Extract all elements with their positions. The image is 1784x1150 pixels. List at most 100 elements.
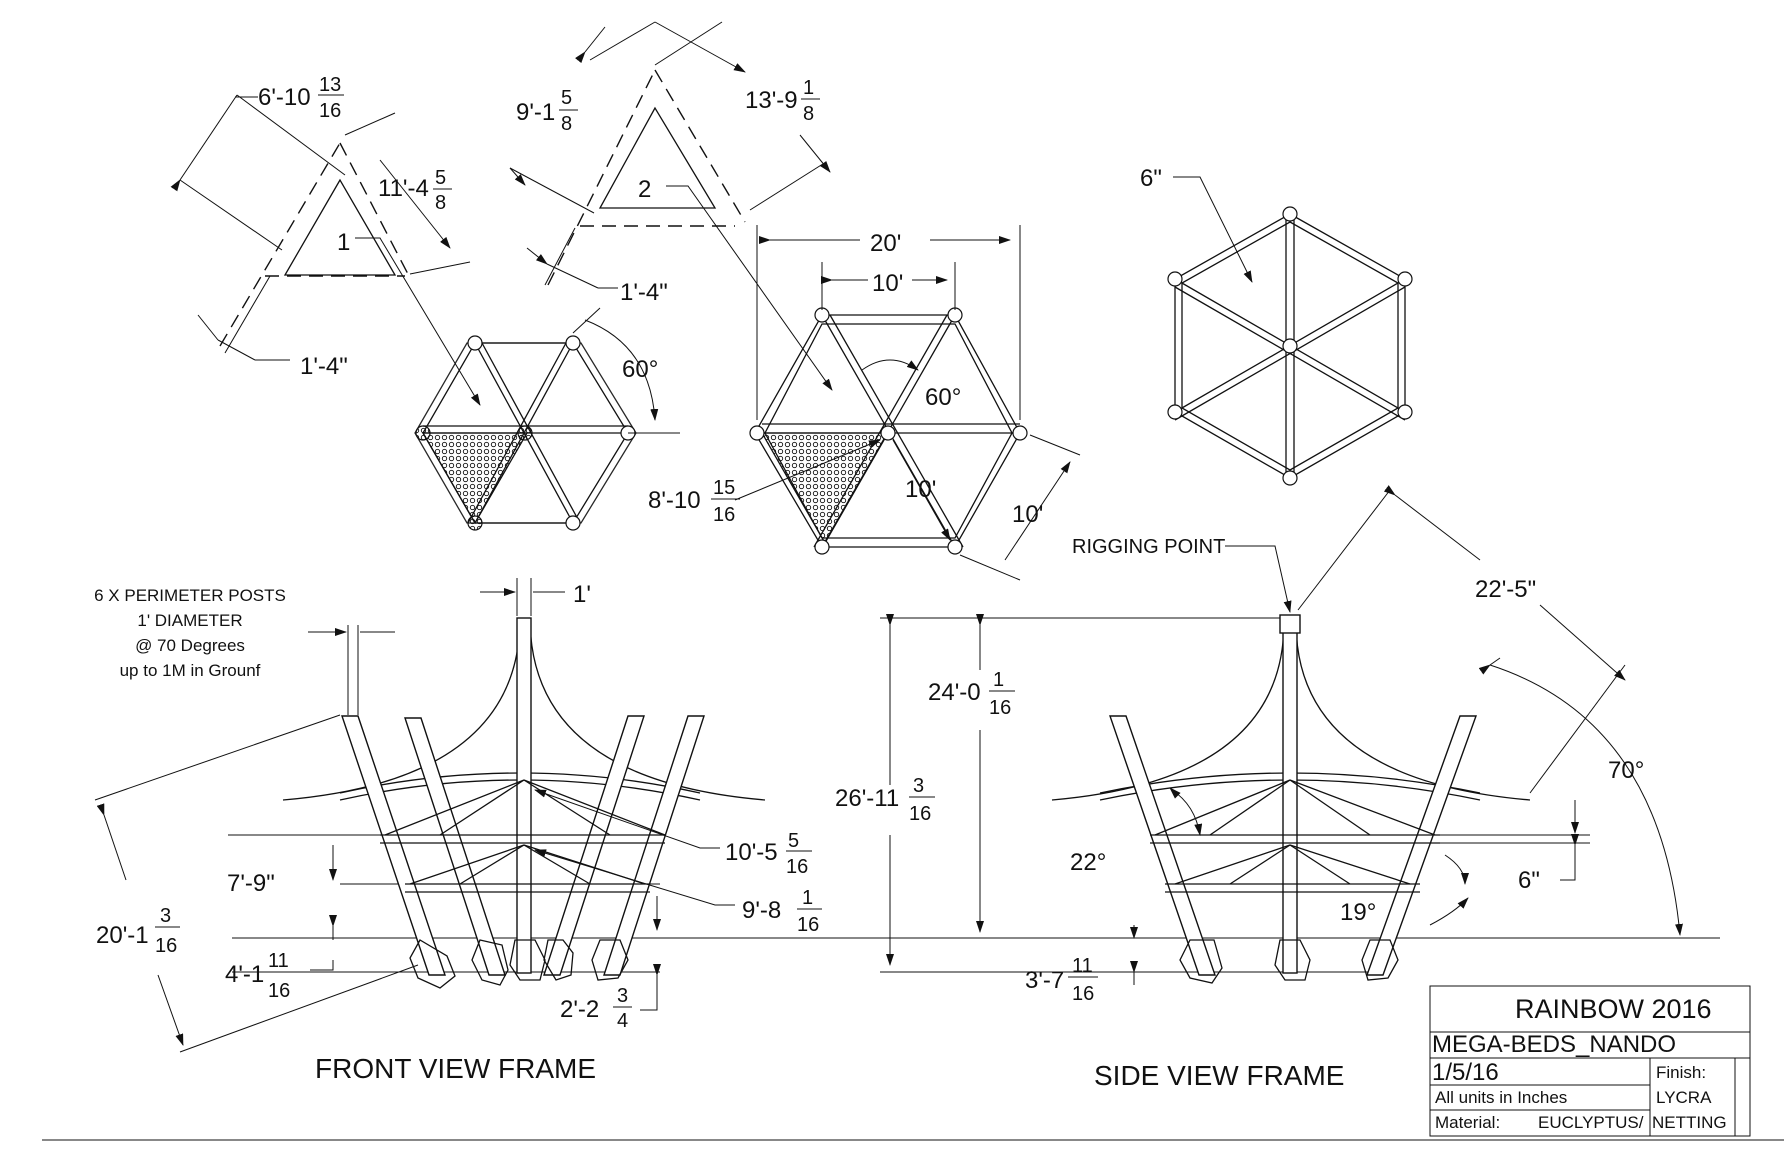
triangle-1-dim-side-num: 13 xyxy=(319,74,341,96)
side-canopy-right xyxy=(1295,621,1531,801)
front-dim-embed: 2'-2 xyxy=(560,996,599,1023)
side-footing xyxy=(1274,939,1311,981)
title-block-finish-value-2: NETTING xyxy=(1652,1113,1727,1132)
front-view-frame: 1' 20'-1 3 16 7'-9" 10'-5 5 16 9'-8 1 16… xyxy=(94,578,1720,1084)
front-dim-ground: 4'-1 xyxy=(225,961,264,988)
triangle-2-dim-side-num: 5 xyxy=(561,87,572,109)
side-angle-lower: 19° xyxy=(1340,899,1376,926)
triangle-2-detail: 9'-1 5 8 13'-9 1 8 1'-4" 2 xyxy=(509,21,833,391)
triangle-2-offset-left xyxy=(547,69,656,286)
hex-large-dim-diag-num: 15 xyxy=(713,477,735,499)
hex-large-node xyxy=(947,539,963,555)
front-footing xyxy=(409,939,456,989)
side-dim-mast-height: 24'-0 xyxy=(928,679,981,706)
side-perimeter-post xyxy=(1366,715,1477,976)
front-dim-upper-ring: 10'-5 xyxy=(725,839,778,866)
hex-small-node xyxy=(467,335,483,351)
front-dim-embed-den: 4 xyxy=(617,1010,628,1032)
front-dim-lower-ring-num: 1 xyxy=(802,887,813,909)
triangle-1-dim-side-den: 16 xyxy=(319,100,341,122)
hex-large-node xyxy=(749,425,765,441)
hex-large-angle: 60° xyxy=(925,384,961,411)
hex-small-node xyxy=(467,515,483,531)
front-dim-embed-num: 3 xyxy=(617,985,628,1007)
side-canopy-left xyxy=(1051,621,1285,801)
triangle-2-dim-side2: 13'-9 xyxy=(745,87,798,114)
hex-frame-node xyxy=(1282,470,1298,486)
title-block-material-value: EUCLYPTUS/ xyxy=(1538,1113,1644,1132)
triangle-1-shape xyxy=(283,178,397,276)
hex-large-dim-diag-den: 16 xyxy=(713,504,735,526)
hex-small-plan: 60° xyxy=(414,307,680,531)
side-dim-ring-gap: 6" xyxy=(1518,867,1540,894)
front-canopy-left xyxy=(282,617,521,801)
hex-frame-node xyxy=(1282,338,1298,354)
note-line-2: 1' DIAMETER xyxy=(137,611,242,630)
side-angle-post: 70° xyxy=(1608,757,1644,784)
note-line-1: 6 X PERIMETER POSTS xyxy=(94,586,286,605)
hex-frame-plan: 6" xyxy=(1140,165,1413,486)
triangle-2-label: 2 xyxy=(638,176,651,203)
hex-large-node xyxy=(1012,425,1028,441)
triangle-1-dim-side2: 11'-4 xyxy=(378,175,429,202)
rigging-point-label: RIGGING POINT xyxy=(1072,536,1225,558)
triangle-2-offset-right xyxy=(654,69,746,223)
hex-large-node xyxy=(814,539,830,555)
side-footing xyxy=(1361,939,1399,981)
triangle-1-detail: 6'-10 13 16 11'-4 5 8 1'-4" 1 xyxy=(170,74,481,406)
title-block-drawing-name: MEGA-BEDS_NANDO xyxy=(1432,1031,1676,1058)
side-center-mast xyxy=(1282,617,1298,974)
front-perimeter-post xyxy=(543,715,645,976)
triangle-1-dim-side: 6'-10 xyxy=(258,84,311,111)
triangle-2-shape xyxy=(598,106,717,209)
triangle-1-offset-left xyxy=(219,142,341,347)
triangle-2-dim-side2-den: 8 xyxy=(803,103,814,125)
front-footing xyxy=(543,939,574,981)
front-view-title: FRONT VIEW FRAME xyxy=(315,1053,596,1084)
title-block-finish-value-1: LYCRA xyxy=(1656,1088,1712,1107)
note-line-3: @ 70 Degrees xyxy=(135,636,245,655)
front-dim-ground-den: 16 xyxy=(268,980,290,1002)
title-block-units: All units in Inches xyxy=(1435,1088,1567,1107)
front-dim-ground-num: 11 xyxy=(268,950,289,972)
hex-frame-node xyxy=(1167,271,1183,287)
hex-large-dim-edge: 10' xyxy=(905,476,936,503)
title-block-finish-label: Finish: xyxy=(1656,1063,1706,1082)
front-dim-top-post: 1' xyxy=(573,581,591,608)
side-dim-mast-height-num: 1 xyxy=(993,669,1004,691)
side-dim-total-height-den: 16 xyxy=(909,803,931,825)
hex-large-dim-diag: 8'-10 xyxy=(648,487,701,514)
front-footing xyxy=(471,939,509,986)
hex-small-node xyxy=(415,425,431,441)
front-perimeter-post xyxy=(341,715,446,976)
front-dim-post-length-den: 16 xyxy=(155,935,177,957)
hex-small-angle: 60° xyxy=(622,356,658,383)
hex-large-plan: 20' 10' 60° 10' 10' 8'-10 15 16 xyxy=(648,225,1081,581)
title-block-project: RAINBOW 2016 xyxy=(1515,994,1712,1024)
hex-small-node xyxy=(565,515,581,531)
triangle-2-dim-side-den: 8 xyxy=(561,113,572,135)
triangle-1-dim-side2-num: 5 xyxy=(435,167,446,189)
side-view-title: SIDE VIEW FRAME xyxy=(1094,1060,1344,1091)
side-dim-total-height: 26'-11 xyxy=(835,785,899,812)
hex-large-mesh-panel xyxy=(760,432,890,545)
side-angle-upper: 22° xyxy=(1070,849,1106,876)
side-perimeter-post xyxy=(1109,715,1216,976)
front-dim-post-length-num: 3 xyxy=(160,905,171,927)
front-dim-upper-ring-num: 5 xyxy=(788,830,799,852)
front-footing xyxy=(509,939,546,981)
hex-frame-node xyxy=(1282,206,1298,222)
triangle-1-label: 1 xyxy=(337,229,350,256)
triangle-1-offset-right xyxy=(339,142,411,279)
side-dim-total-height-num: 3 xyxy=(913,775,924,797)
note-line-4: up to 1M in Grounf xyxy=(120,661,261,680)
front-dim-post-length: 20'-1 xyxy=(96,922,149,949)
front-canopy-right xyxy=(529,617,766,801)
front-dim-lower-ring-den: 16 xyxy=(797,914,819,936)
hex-small-node xyxy=(565,335,581,351)
side-dim-ground: 3'-7 xyxy=(1025,967,1064,994)
hex-frame-node xyxy=(1167,404,1183,420)
hex-large-node xyxy=(814,307,830,323)
hex-frame-dim-post: 6" xyxy=(1140,165,1162,192)
